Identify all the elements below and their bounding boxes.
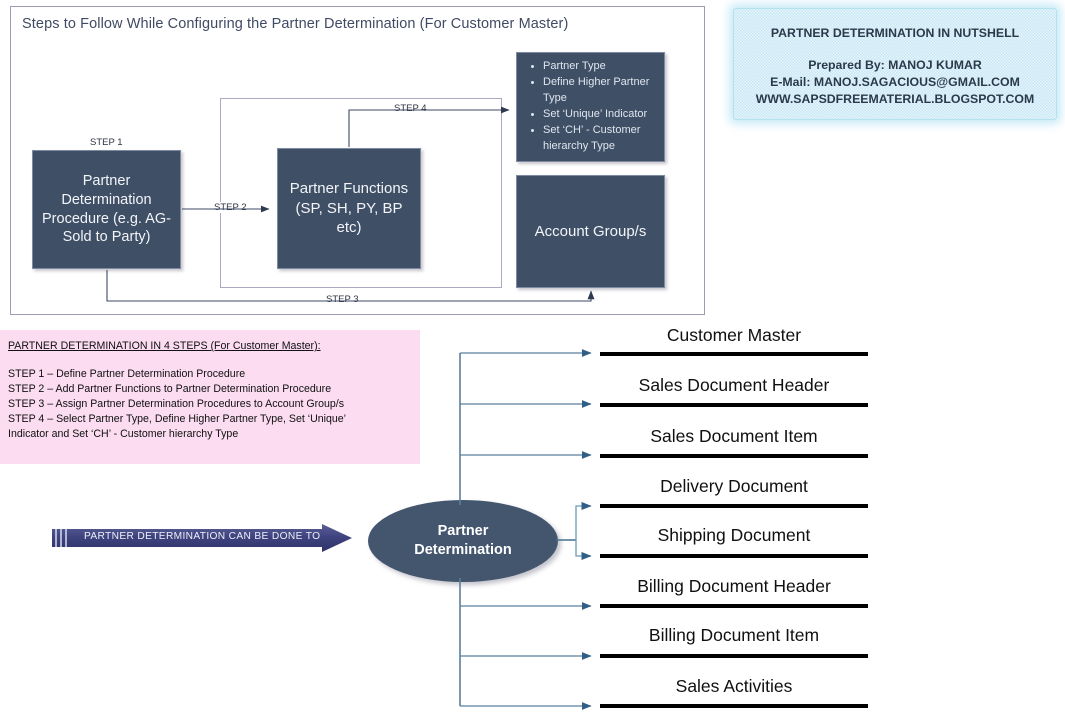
doc-label-billing-document-header: Billing Document Header <box>637 576 831 596</box>
doc-bar-customer-master <box>600 352 868 356</box>
box-account-groups: Account Group/s <box>516 175 665 288</box>
doc-label-sales-document-item: Sales Document Item <box>650 426 818 446</box>
doc-bar-sales-activities <box>600 704 868 708</box>
doc-label-billing-document-item: Billing Document Item <box>648 625 820 645</box>
list-item: Set ‘Unique’ Indicator <box>543 107 660 123</box>
info-box-title: PARTNER DETERMINATION IN NUTSHELL <box>770 26 1020 40</box>
doc-bar-billing-document-header <box>600 604 868 608</box>
connector-middle-fork <box>556 501 592 561</box>
four-steps-line: STEP 4 – Select Partner Type, Define Hig… <box>8 413 347 426</box>
info-box-email: E-Mail: MANOJ.SAGACIOUS@GMAIL.COM <box>770 75 1020 89</box>
step-label-3: STEP 3 <box>324 294 361 305</box>
doc-bar-delivery-document <box>600 504 868 508</box>
list-item: Set ‘CH’ - Customer hierarchy Type <box>543 123 660 154</box>
list-item: Define Higher Partner Type <box>543 75 660 106</box>
partner-determination-ellipse: Partner Determination <box>368 500 558 582</box>
doc-label-sales-document-header: Sales Document Header <box>638 375 830 395</box>
box-partner-determination-procedure: Partner Determination Procedure (e.g. AG… <box>32 150 181 269</box>
step-label-2: STEP 2 <box>212 202 249 213</box>
doc-bar-billing-document-item <box>600 654 868 658</box>
connector-upper-branches <box>459 349 592 505</box>
step4-bullet-list: Partner Type Define Higher Partner Type … <box>527 59 660 154</box>
ellipse-label: Partner Determination <box>414 522 512 560</box>
doc-bar-sales-document-header <box>600 403 868 407</box>
ellipse-label-line2: Determination <box>414 542 512 558</box>
doc-label-sales-activities: Sales Activities <box>675 676 793 696</box>
step-label-4: STEP 4 <box>392 103 429 114</box>
info-box-website: WWW.SAPSDFREEMATERIAL.BLOGSPOT.COM <box>755 92 1035 106</box>
four-steps-line: Indicator and Set ‘CH’ - Customer hierar… <box>8 428 239 441</box>
box-step4-attributes: Partner Type Define Higher Partner Type … <box>516 52 665 162</box>
four-steps-line: STEP 3 – Assign Partner Determination Pr… <box>8 398 345 411</box>
four-steps-line: STEP 2 – Add Partner Functions to Partne… <box>8 383 332 396</box>
connector-lower-branches <box>459 578 592 710</box>
four-steps-line: STEP 1 – Define Partner Determination Pr… <box>8 368 246 381</box>
doc-bar-sales-document-item <box>600 454 868 458</box>
banner-arrow <box>52 524 352 552</box>
doc-label-shipping-document: Shipping Document <box>657 525 811 545</box>
banner-arrow-label: PARTNER DETERMINATION CAN BE DONE TO <box>84 531 321 542</box>
doc-bar-shipping-document <box>600 554 868 558</box>
four-steps-heading: PARTNER DETERMINATION IN 4 STEPS (For Cu… <box>8 340 321 352</box>
step-label-1: STEP 1 <box>88 137 125 148</box>
ellipse-label-line1: Partner <box>437 523 489 540</box>
box-partner-functions: Partner Functions (SP, SH, PY, BP etc) <box>277 148 421 269</box>
list-item: Partner Type <box>543 59 660 75</box>
four-steps-summary-box: PARTNER DETERMINATION IN 4 STEPS (For Cu… <box>0 330 420 464</box>
steps-panel-title: Steps to Follow While Configuring the Pa… <box>22 16 569 32</box>
info-box: PARTNER DETERMINATION IN NUTSHELL Prepar… <box>733 8 1057 120</box>
doc-label-customer-master: Customer Master <box>666 325 802 345</box>
doc-label-delivery-document: Delivery Document <box>660 476 808 496</box>
info-box-prepared-by: Prepared By: MANOJ KUMAR <box>808 58 982 72</box>
